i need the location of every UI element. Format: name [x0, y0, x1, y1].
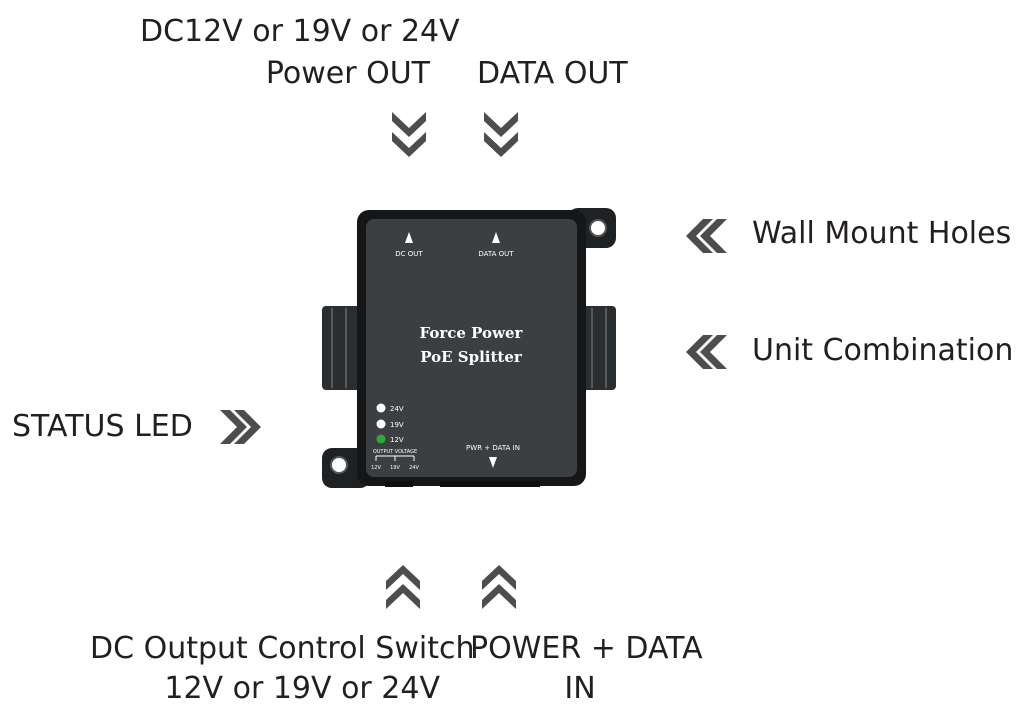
port-arrow-icon [492, 232, 500, 243]
port-arrow-icon [489, 457, 497, 468]
switch-label-24v: 24V [409, 465, 419, 471]
status-led-label: STATUS LED [12, 409, 193, 444]
status-led-19v [376, 419, 386, 429]
device-title-line1: Force Power [420, 324, 524, 342]
led-label-24v: 24V [390, 405, 404, 413]
device-pwr-data-in: PWR + DATA IN [466, 444, 520, 452]
chevron-down-icon [484, 112, 518, 157]
unit-combination-label: Unit Combination [752, 333, 1014, 368]
device-dc-out: DC OUT [395, 250, 423, 258]
status-led-24v [376, 403, 386, 413]
chevron-right-icon [220, 410, 261, 444]
chevron-left-icon [686, 219, 727, 253]
wall-mount-label: Wall Mount Holes [752, 216, 1012, 251]
data-out-label: DATA OUT [477, 56, 628, 91]
chevron-up-icon [482, 565, 516, 609]
chevron-left-icon [686, 335, 727, 369]
device-body [366, 219, 577, 477]
device-data-out: DATA OUT [478, 250, 514, 258]
dc-out-label-line2: Power OUT [265, 56, 430, 91]
switch-label-line2: 12V or 19V or 24V [164, 671, 440, 706]
switch-label-12v: 12V [371, 465, 381, 471]
dc-out-label-line1: DC12V or 19V or 24V [140, 14, 460, 49]
switch-label-19v: 19V [390, 465, 400, 471]
device-title-line2: PoE Splitter [420, 348, 523, 366]
mount-hole-icon [589, 219, 607, 237]
chevron-up-icon [386, 565, 420, 609]
led-label-12v: 12V [390, 436, 404, 444]
port-arrow-icon [405, 232, 413, 243]
power-data-in-label-line1: POWER + DATA [470, 631, 703, 666]
combination-clip-left [322, 306, 362, 390]
switch-label-line1: DC Output Control Switch [90, 631, 475, 666]
status-led-12v [376, 434, 386, 444]
chevron-down-icon [392, 112, 426, 157]
power-data-in-label-line2: IN [564, 671, 596, 706]
led-label-19v: 19V [390, 421, 404, 429]
poe-splitter-device: DC OUT DATA OUT Force Power PoE Splitter… [322, 208, 616, 488]
output-voltage-label: OUTPUT VOLTAGE [373, 449, 417, 455]
mount-hole-icon [330, 456, 348, 474]
